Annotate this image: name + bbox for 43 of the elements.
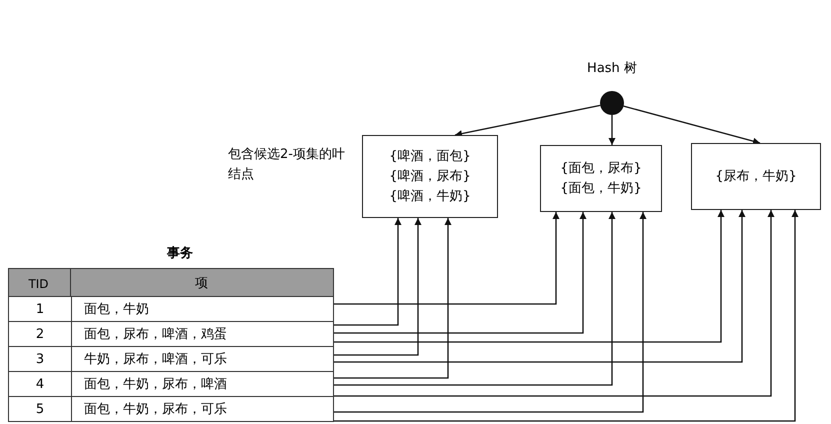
itemset-text: {啤酒，面包} <box>389 148 471 166</box>
arrow <box>334 218 422 356</box>
arrow <box>334 210 746 363</box>
table-title: 事务 <box>166 245 194 263</box>
items-text: 面包，牛奶，尿布，啤酒 <box>83 376 227 393</box>
tid-text: 2 <box>9 322 72 346</box>
leaf-node-box <box>540 145 662 212</box>
items-text: 面包，牛奶，尿布，可乐 <box>83 401 227 418</box>
table-row <box>8 322 334 347</box>
root-node-circle <box>600 91 624 115</box>
itemset-text: {啤酒，牛奶} <box>389 188 471 206</box>
items-text: 面包，尿布，啤酒，鸡蛋 <box>83 326 227 343</box>
arrow <box>334 218 452 379</box>
table-row <box>8 347 334 372</box>
tid-text: 5 <box>9 397 72 421</box>
arrow <box>334 210 798 422</box>
tid-text: 3 <box>9 347 72 371</box>
root-label: Hash 树 <box>586 60 638 77</box>
arrow <box>334 212 586 334</box>
tid-text: 4 <box>9 372 72 396</box>
table-row <box>8 372 334 397</box>
arrow <box>623 106 760 145</box>
annotation-text: 包含候选2-项集的叶结点 <box>228 146 346 184</box>
items-text: 面包，牛奶 <box>83 301 149 318</box>
arrow <box>334 212 646 413</box>
arrow <box>454 104 600 138</box>
table-row <box>8 397 334 422</box>
header-text: TID <box>27 276 50 293</box>
arrow <box>608 115 616 145</box>
itemset-text: {啤酒，尿布} <box>389 168 471 186</box>
itemset-text: {尿布，牛奶} <box>715 168 797 186</box>
arrow <box>334 212 616 386</box>
items-text: 牛奶，尿布，啤酒，可乐 <box>83 351 227 368</box>
table-row <box>8 297 334 322</box>
leaf-node-box <box>691 143 821 210</box>
arrow <box>334 218 402 326</box>
arrow <box>334 212 560 305</box>
arrow <box>334 210 724 343</box>
itemset-text: {面包，尿布} <box>560 160 642 178</box>
header-text: 项 <box>194 275 209 293</box>
arrow <box>334 210 774 397</box>
itemset-text: {面包，牛奶} <box>560 180 642 198</box>
leaf-node-box <box>362 135 498 218</box>
